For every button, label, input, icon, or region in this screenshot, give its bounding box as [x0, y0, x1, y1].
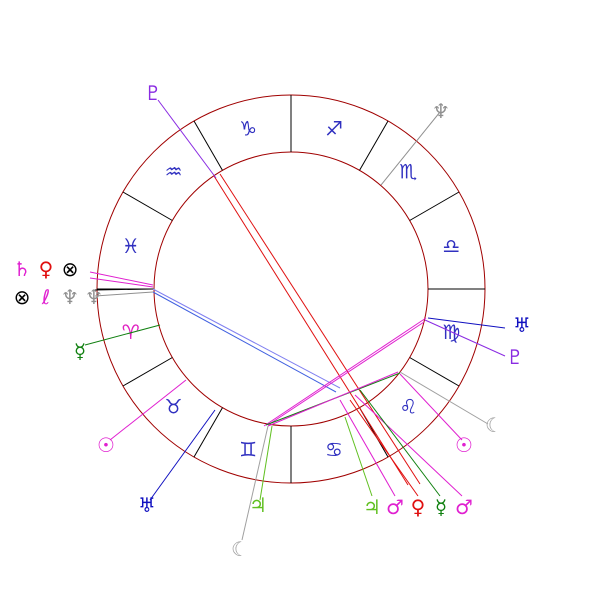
- sign-divider: [409, 357, 460, 387]
- planet-glyph-jupiter: ♃: [363, 495, 381, 519]
- planet-glyph-venus: ♀: [39, 257, 54, 281]
- aspect-line: [152, 288, 341, 389]
- aspect-line: [380, 111, 441, 186]
- sign-divider: [122, 191, 173, 221]
- planet-glyph-sun: ☉: [455, 433, 473, 457]
- planet-glyph-pluto: ♇: [506, 345, 524, 369]
- aspect-line: [427, 317, 506, 329]
- aspect-line: [354, 394, 463, 497]
- aspect-line: [267, 321, 425, 426]
- aspect-line: [424, 319, 506, 357]
- planet-glyph-neptune: ♆: [61, 285, 79, 309]
- planet-glyph-part-of-fortune: ⊗: [62, 257, 79, 281]
- aspect-line: [89, 271, 154, 286]
- sign-divider: [193, 120, 223, 171]
- aspect-line: [241, 425, 269, 541]
- sign-divider: [409, 191, 460, 221]
- aspect-line: [89, 277, 154, 288]
- planet-glyph-uranus: ♅: [513, 313, 531, 337]
- planet-glyph-neptune: ♆: [432, 99, 450, 123]
- aspect-line: [263, 317, 427, 427]
- aspect-line: [152, 291, 337, 393]
- aspect-line: [109, 379, 187, 441]
- planet-glyph-moon: ☾: [231, 537, 249, 561]
- aspect-line: [94, 291, 154, 297]
- aspect-line: [94, 288, 154, 291]
- aspect-line: [267, 371, 399, 427]
- aspect-line: [399, 373, 463, 441]
- planet-glyph-mercury: ☿: [435, 495, 447, 519]
- sign-glyph-sagittarius: ♐: [325, 117, 343, 141]
- aspect-line: [149, 409, 216, 501]
- planet-glyph-mercury: ☿: [74, 339, 86, 363]
- sign-glyph-gemini: ♊: [239, 437, 257, 461]
- sign-glyph-aquarius: ♒: [165, 160, 183, 184]
- sign-divider: [193, 407, 223, 458]
- planet-glyph-uranus: ♅: [138, 493, 156, 517]
- planet-glyph-saturn: ♄: [13, 257, 31, 281]
- sign-glyph-aries: ♈: [122, 320, 140, 344]
- sign-glyph-taurus: ♉: [165, 394, 183, 418]
- aspect-line: [349, 399, 419, 497]
- outer-ring: [96, 94, 486, 484]
- aspect-line: [259, 425, 273, 501]
- aspect-line: [359, 389, 441, 497]
- sign-glyph-leo: ♌: [399, 394, 417, 418]
- aspect-line: [157, 99, 217, 179]
- planet-glyph-sun: ☉: [97, 433, 115, 457]
- planet-glyph-mars: ♂: [455, 495, 473, 519]
- sign-glyph-libra: ♎: [442, 234, 460, 258]
- aspect-line: [84, 324, 161, 346]
- planet-glyph-pluto: ♇: [144, 81, 162, 105]
- aspect-line: [213, 175, 409, 486]
- sign-glyph-cancer: ♋: [325, 437, 343, 461]
- planet-glyph-part-of-fortune: ⊗: [14, 285, 31, 309]
- planet-glyph-jupiter: ♃: [249, 493, 267, 517]
- sign-divider: [122, 357, 173, 387]
- aspect-line: [344, 416, 373, 497]
- planet-glyph-venus: ♀: [411, 495, 426, 519]
- sign-divider: [359, 120, 389, 171]
- planet-glyph-neptune: ♆: [85, 285, 103, 309]
- planet-glyph-moon: ☾: [485, 413, 503, 437]
- sign-glyph-capricorn: ♑: [239, 117, 257, 141]
- inner-ring: [153, 151, 429, 427]
- aspect-line: [399, 371, 489, 425]
- planet-glyph-lilith: ℓ: [41, 285, 50, 309]
- planet-glyph-mars: ♂: [386, 495, 404, 519]
- aspect-line: [339, 399, 396, 497]
- sign-glyph-pisces: ♓: [122, 234, 140, 258]
- sign-glyph-scorpio: ♏: [399, 160, 417, 184]
- aspect-line: [219, 173, 421, 485]
